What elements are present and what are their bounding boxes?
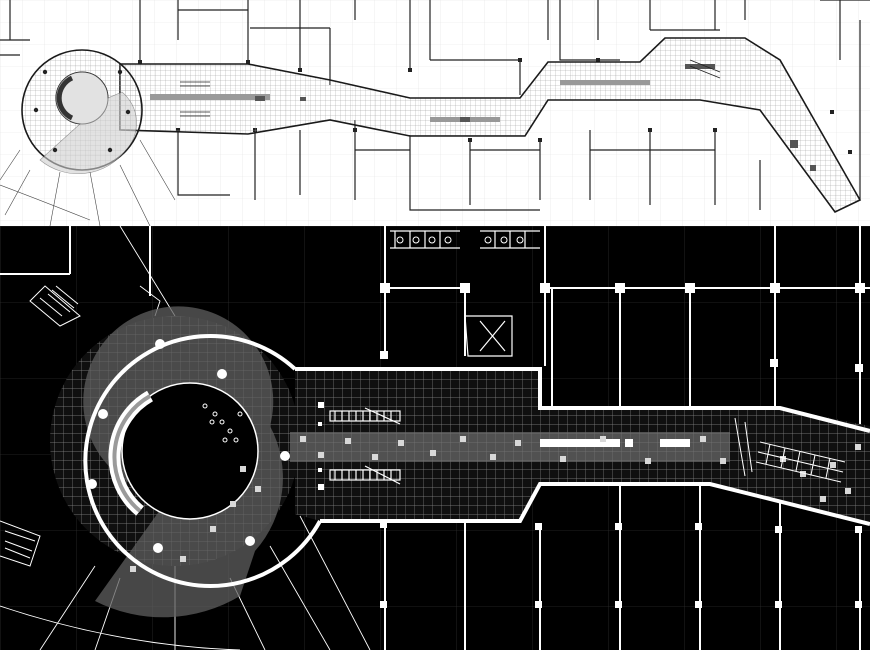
detail-plan-panel xyxy=(0,226,870,650)
detail-plan-drawing xyxy=(0,226,870,650)
structural-columns xyxy=(380,283,865,608)
escalator-upper xyxy=(329,407,401,425)
escalator-right xyxy=(734,417,846,483)
mall-corridor-outline xyxy=(119,37,862,214)
rotunda-void xyxy=(121,382,259,520)
corridor-floor-inlays xyxy=(150,64,816,171)
overview-escalators xyxy=(180,59,721,117)
floor-tile-accents xyxy=(130,436,861,572)
escalator-lower xyxy=(329,465,401,485)
rotunda-columns xyxy=(33,69,131,153)
shop-unit-walls xyxy=(0,0,870,211)
exterior-radial-lines xyxy=(0,139,176,226)
mall-outline xyxy=(83,333,870,588)
rotunda-c-bench xyxy=(56,75,74,121)
exterior-stair-left xyxy=(0,285,81,567)
rotunda-c-bench-inner xyxy=(112,394,151,513)
corridor-bollards xyxy=(318,402,324,490)
rotunda-columns xyxy=(87,339,290,553)
wc-fixtures xyxy=(396,236,524,244)
rotunda-balustrade-dots xyxy=(202,403,243,443)
corridor-inlay-band xyxy=(290,432,730,462)
wc-block-partitions xyxy=(390,230,540,357)
overview-plan-drawing xyxy=(0,0,870,226)
rotunda-spiral-ramp xyxy=(39,71,137,174)
overview-plan-panel xyxy=(0,0,870,226)
